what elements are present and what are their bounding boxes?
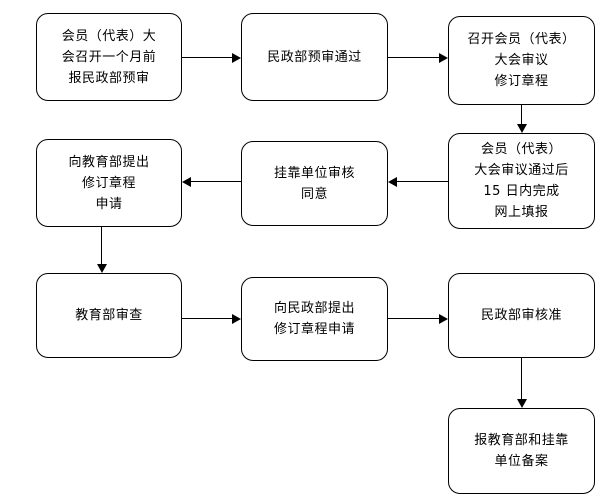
- flow-node-label: 向教育部提出 修订章程 申请: [68, 154, 150, 212]
- flow-node-label: 召开会员（代表） 大会审议 修订章程: [467, 32, 576, 89]
- flow-edge-n7-n8: [182, 318, 232, 319]
- flow-edge-n9-n10: [521, 358, 522, 399]
- flow-node-n5[interactable]: 挂靠单位审核 同意: [241, 141, 388, 226]
- flow-edge-n3-n4: [521, 105, 522, 124]
- flow-node-n8[interactable]: 向民政部提出 修订章程申请: [241, 277, 388, 361]
- flow-node-n2[interactable]: 民政部预审通过: [241, 13, 388, 101]
- flow-node-n6[interactable]: 向教育部提出 修订章程 申请: [36, 139, 182, 227]
- flow-node-label: 会员（代表） 大会审议通过后 15 日内完成 网上填报: [474, 142, 569, 220]
- flow-edge-n8-n9: [388, 318, 439, 319]
- flow-edge-n1-n2: [182, 57, 232, 58]
- flow-arrowhead-n7-n8: [232, 313, 241, 324]
- flow-node-n9[interactable]: 民政部审核准: [448, 273, 595, 358]
- flow-arrowhead-n6-n7: [96, 264, 107, 273]
- flow-arrowhead-n9-n10: [516, 399, 527, 408]
- flow-arrowhead-n3-n4: [516, 124, 527, 133]
- flow-node-n3[interactable]: 召开会员（代表） 大会审议 修订章程: [448, 16, 595, 105]
- flow-arrowhead-n5-n6: [182, 176, 191, 187]
- flow-node-label: 报教育部和挂靠 单位备案: [474, 433, 569, 469]
- flow-node-n4[interactable]: 会员（代表） 大会审议通过后 15 日内完成 网上填报: [448, 133, 595, 229]
- flow-node-label: 挂靠单位审核 同意: [273, 165, 355, 202]
- flow-node-label: 教育部审查: [75, 308, 143, 323]
- flow-edge-n5-n6: [191, 181, 241, 182]
- flow-node-label: 民政部预审通过: [267, 49, 362, 65]
- flow-node-label: 会员（代表）大 会召开一个月前 报民政部预审: [61, 28, 157, 86]
- flow-arrowhead-n2-n3: [439, 52, 448, 63]
- flow-arrowhead-n1-n2: [232, 52, 241, 63]
- flow-arrowhead-n4-n5: [388, 176, 397, 187]
- flow-node-n7[interactable]: 教育部审查: [36, 273, 182, 358]
- flow-edge-n2-n3: [388, 57, 439, 58]
- flow-node-label: 民政部审核准: [480, 308, 562, 323]
- flow-edge-n6-n7: [101, 227, 102, 264]
- flow-node-label: 向民政部提出 修订章程申请: [273, 301, 355, 337]
- flow-node-n10[interactable]: 报教育部和挂靠 单位备案: [448, 408, 595, 494]
- flow-arrowhead-n8-n9: [439, 313, 448, 324]
- flow-edge-n4-n5: [397, 181, 448, 182]
- flow-node-n1[interactable]: 会员（代表）大 会召开一个月前 报民政部预审: [36, 13, 182, 101]
